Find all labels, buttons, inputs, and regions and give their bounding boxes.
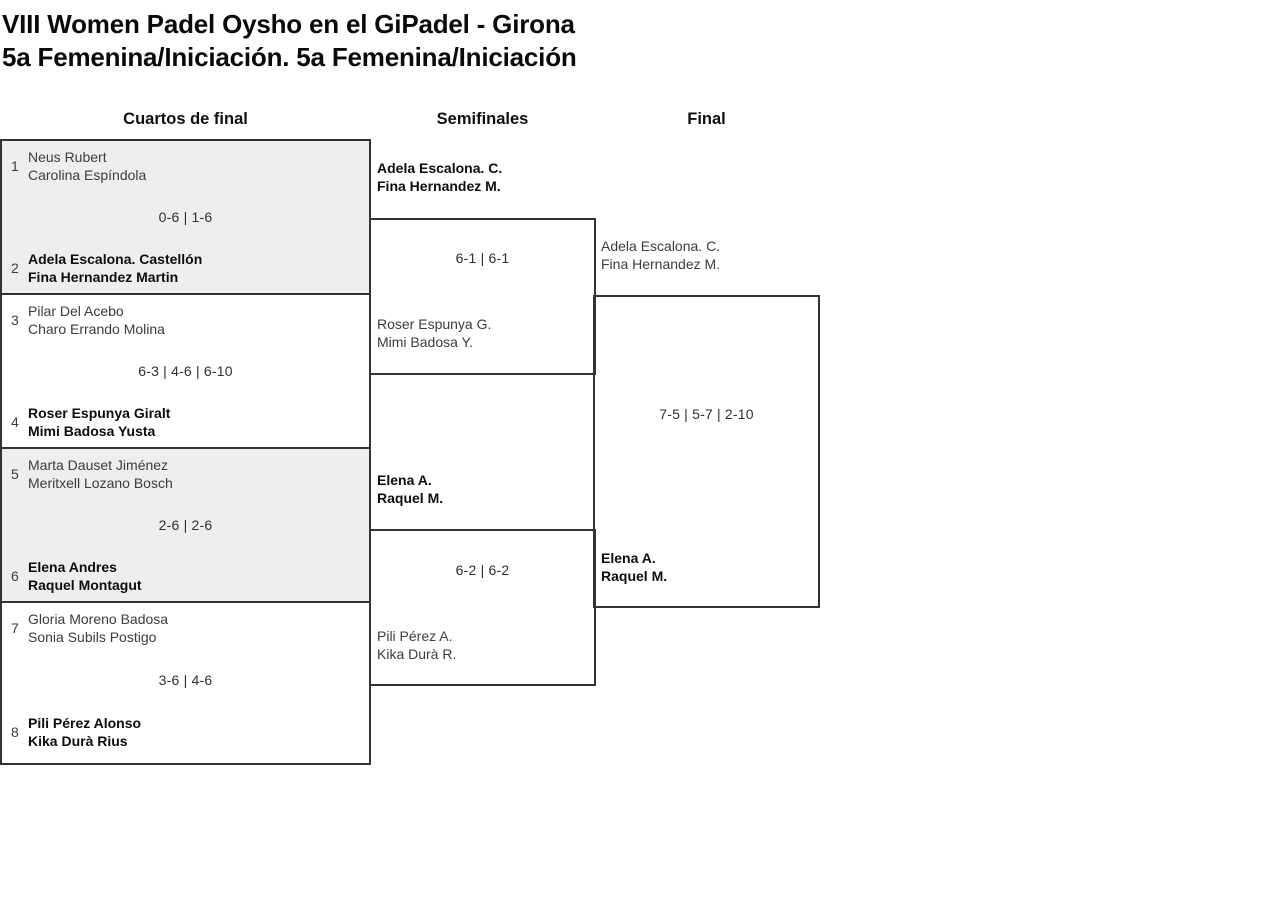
player-2: Raquel M. <box>377 490 444 506</box>
player-1: Roser Espunya G. <box>377 316 492 332</box>
seed-number: 5 <box>11 466 19 482</box>
player-1: Pilar Del Acebo <box>28 303 124 319</box>
page-title: VIII Women Padel Oysho en el GiPadel - G… <box>2 8 577 74</box>
player-1: Elena A. <box>377 472 432 488</box>
player-2: Carolina Espíndola <box>28 167 147 183</box>
seed-number: 1 <box>11 158 19 174</box>
player-1: Pili Pérez A. <box>377 628 453 644</box>
column-header-semifinals: Semifinales <box>436 110 529 128</box>
final-team-top: Adela Escalona. C. Fina Hernandez M. <box>601 237 720 273</box>
sf2-score: 6-2 | 6-2 <box>455 562 510 578</box>
player-1: Adela Escalona. C. <box>601 238 721 254</box>
qf3-score: 2-6 | 2-6 <box>158 517 213 533</box>
player-1: Adela Escalona. C. <box>377 160 503 176</box>
player-2: Kika Durà R. <box>377 646 457 662</box>
qf2-score: 6-3 | 4-6 | 6-10 <box>138 363 233 379</box>
player-1: Marta Dauset Jiménez <box>28 457 169 473</box>
player-2: Raquel Montagut <box>28 577 142 593</box>
player-2: Mimi Badosa Y. <box>377 334 473 350</box>
player-1: Elena Andres <box>28 559 117 575</box>
seed-number: 4 <box>11 414 19 430</box>
seed-number: 2 <box>11 260 19 276</box>
player-2: Fina Hernandez Martin <box>28 269 179 285</box>
player-1: Roser Espunya Giralt <box>28 405 171 421</box>
tournament-name: VIII Women Padel Oysho en el GiPadel - G… <box>2 9 575 39</box>
sf-match-1-box <box>369 218 596 375</box>
sf1-team-bottom: Roser Espunya G. Mimi Badosa Y. <box>377 315 491 351</box>
player-2: Kika Durà Rius <box>28 733 128 749</box>
seed-number: 3 <box>11 312 19 328</box>
sf2-team-bottom: Pili Pérez A. Kika Durà R. <box>377 627 456 663</box>
player-1: Elena A. <box>601 550 656 566</box>
final-team-bottom: Elena A. Raquel M. <box>601 549 667 585</box>
qf4-score: 3-6 | 4-6 <box>158 672 213 688</box>
sf1-score: 6-1 | 6-1 <box>455 250 510 266</box>
player-1: Adela Escalona. Castellón <box>28 251 203 267</box>
seed-number: 8 <box>11 724 19 740</box>
player-1: Gloria Moreno Badosa <box>28 611 169 627</box>
player-2: Sonia Subils Postigo <box>28 629 157 645</box>
player-2: Meritxell Lozano Bosch <box>28 475 173 491</box>
player-2: Raquel M. <box>601 568 668 584</box>
seed-number: 7 <box>11 620 19 636</box>
player-2: Mimi Badosa Yusta <box>28 423 156 439</box>
sf2-team-top: Elena A. Raquel M. <box>377 471 443 507</box>
player-1: Neus Rubert <box>28 149 107 165</box>
final-score: 7-5 | 5-7 | 2-10 <box>659 406 754 422</box>
qf1-score: 0-6 | 1-6 <box>158 209 213 225</box>
player-1: Pili Pérez Alonso <box>28 715 142 731</box>
category-name: 5a Femenina/Iniciación. 5a Femenina/Inic… <box>2 42 577 72</box>
player-2: Fina Hernandez M. <box>601 256 721 272</box>
column-header-final: Final <box>687 110 726 128</box>
final-match-box <box>593 295 820 608</box>
seed-number: 6 <box>11 568 19 584</box>
player-2: Fina Hernandez M. <box>377 178 501 194</box>
player-2: Charo Errando Molina <box>28 321 165 337</box>
sf1-team-top: Adela Escalona. C. Fina Hernandez M. <box>377 159 502 195</box>
column-header-quarterfinals: Cuartos de final <box>123 110 248 128</box>
